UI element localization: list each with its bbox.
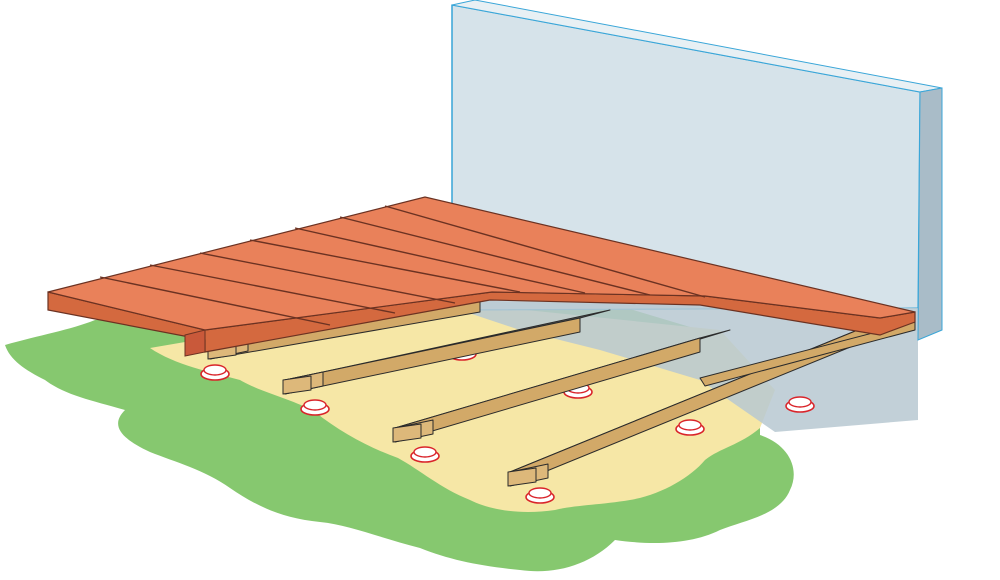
pedestal-pad-icon: [300, 399, 330, 416]
wall-side: [917, 87, 943, 341]
joist-shape: [392, 329, 731, 463]
deck-board-seam: [384, 205, 706, 298]
deck-board-seam: [339, 216, 651, 296]
deck-board-seam: [199, 252, 456, 304]
deck-board-end: [184, 329, 206, 357]
pedestal-pad-icon: [200, 364, 230, 381]
joist-end-face: [282, 375, 312, 395]
pedestal-pad-icon: [785, 396, 815, 413]
deck-board-seams: [99, 205, 706, 326]
deck-board-seam: [249, 239, 521, 293]
deck-top-surface: [47, 196, 916, 331]
deck-board-seam: [149, 264, 396, 314]
deck-board-seam: [294, 227, 586, 294]
joist-end-face: [392, 423, 422, 443]
joist-end-face: [507, 467, 537, 487]
deck-board-seam: [99, 276, 331, 326]
ledger-board: [699, 321, 916, 387]
pedestal-pad-icon: [525, 487, 555, 504]
pedestal-pad-icon: [410, 446, 440, 463]
pedestal-pad-icon: [675, 419, 705, 436]
deck-boards: [47, 196, 916, 357]
